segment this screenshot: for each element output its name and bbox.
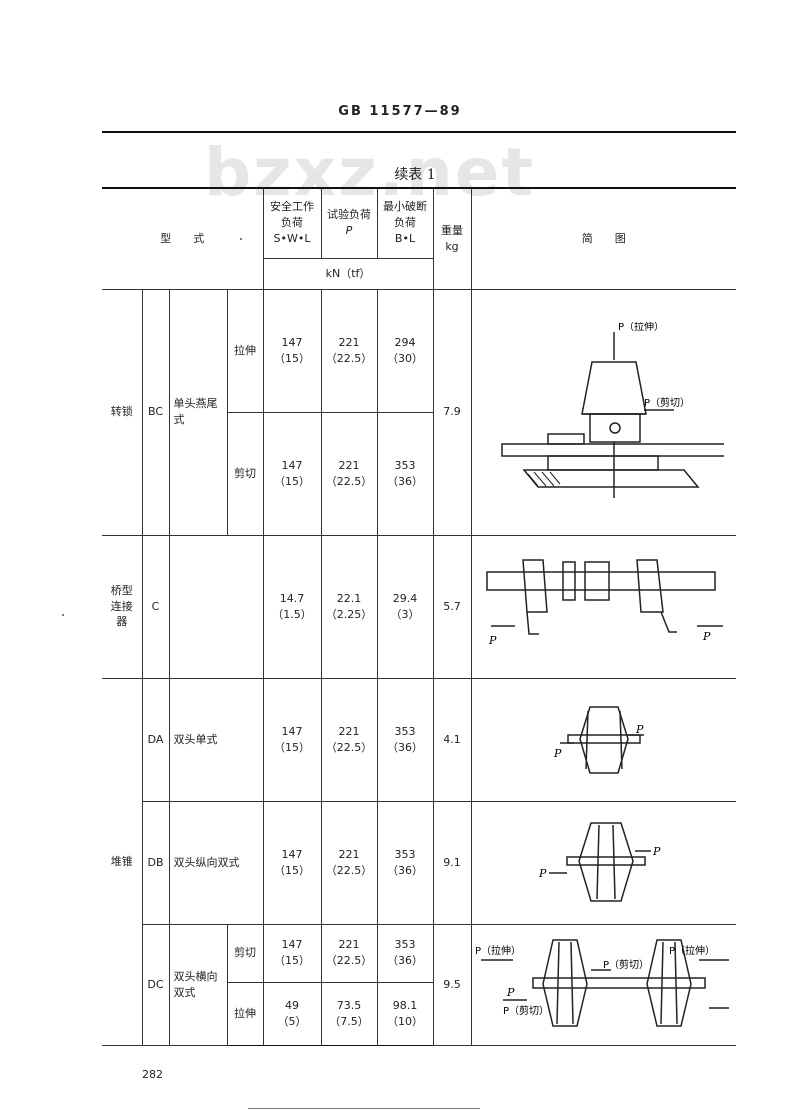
table-title: 续表 1 (394, 167, 436, 183)
weight-bc: 7.9 (432, 288, 472, 536)
sketch-da: P P (470, 677, 736, 802)
load-type-tension: 拉伸 (226, 288, 264, 413)
db-label-p-left: P (539, 867, 547, 880)
weight-da: 4.1 (432, 677, 472, 802)
code-db: DB (142, 800, 170, 925)
db-test: 221（22.5） (320, 800, 378, 925)
dc-label-p: P (506, 986, 515, 999)
dc-load-type-tension: 拉伸 (227, 981, 264, 1046)
standard-number: GB 11577—89 (338, 104, 462, 119)
dc-label-tension-right: P（拉伸） (669, 944, 715, 957)
db-swl: 147（15） (262, 800, 322, 925)
dc-label-shear-mid: P（剪切） (603, 958, 649, 971)
bc-label-shear: P（剪切） (644, 396, 690, 409)
speck (240, 238, 242, 240)
name-da: 双头单式 (168, 677, 264, 802)
dc-shear-test: 221（22.5） (320, 923, 378, 983)
sketch-c: P P (470, 534, 736, 679)
col-unit: kN（tf） (263, 257, 433, 290)
bc-shear-swl: 147（15） (262, 411, 322, 536)
col-sketch: 简 图 (470, 187, 736, 290)
c-test: 22.1（2.25） (320, 534, 378, 679)
bc-label-tension: P（拉伸） (618, 322, 664, 333)
col-type: 型 式 (102, 187, 264, 290)
da-label-p-right: P (635, 723, 644, 736)
da-label-p-left: P (553, 747, 562, 760)
dc-load-type-shear: 剪切 (226, 923, 264, 983)
c-label-p-right: P (702, 630, 711, 643)
category-bridge-connector: 桥型连接器 (102, 534, 143, 679)
da-test: 221（22.5） (320, 677, 378, 802)
code-bc: BC (141, 288, 170, 536)
dc-tension-test: 73.5（7.5） (320, 981, 378, 1046)
dc-tension-break: 98.1（10） (376, 981, 433, 1046)
sketch-db: P P (470, 800, 736, 925)
da-break: 353（36） (376, 677, 434, 802)
code-dc: DC (142, 923, 170, 1046)
code-da: DA (141, 677, 170, 802)
c-break: 29.4（3） (376, 534, 434, 679)
bc-tension-break: 294（30） (376, 288, 434, 413)
category-stacking-cone: 堆锥 (102, 677, 143, 1046)
dc-shear-swl: 147（15） (262, 923, 322, 983)
weight-dc: 9.5 (432, 923, 472, 1046)
dc-shear-break: 353（36） (376, 923, 434, 983)
dc-label-tension-left: P（拉伸） (475, 944, 521, 957)
code-c: C (141, 534, 170, 679)
category-twistlock: 转锁 (102, 288, 143, 536)
name-c (168, 534, 264, 679)
da-swl: 147（15） (262, 677, 322, 802)
name-bc: 单头燕尾式 (168, 288, 228, 536)
dc-label-shear-left: P（剪切） (503, 1004, 549, 1017)
weight-c: 5.7 (432, 534, 472, 679)
load-type-shear: 剪切 (227, 411, 264, 536)
name-dc: 双头横向双式 (168, 923, 228, 1046)
speck (62, 614, 64, 616)
page-number: 282 (142, 1068, 163, 1081)
name-db: 双头纵向双式 (168, 800, 264, 925)
bc-tension-test: 221（22.5） (320, 288, 378, 413)
bc-shear-test: 221（22.5） (320, 411, 378, 536)
bc-shear-break: 353（36） (376, 411, 433, 536)
sketch-dc: P（拉伸） P（拉伸） P（剪切） P P（剪切） (470, 923, 736, 1046)
c-swl: 14.7（1.5） (262, 534, 322, 679)
header-rule (102, 131, 736, 133)
c-label-p-left: P (488, 634, 497, 647)
weight-db: 9.1 (432, 800, 472, 925)
db-label-p-right: P (652, 845, 661, 858)
sketch-bc: P（拉伸） P（剪切） (470, 288, 736, 536)
footer-rule (248, 1108, 480, 1109)
bc-tension-swl: 147（15） (262, 288, 322, 413)
dc-tension-swl: 49（5） (262, 981, 322, 1046)
db-break: 353（36） (376, 800, 434, 925)
